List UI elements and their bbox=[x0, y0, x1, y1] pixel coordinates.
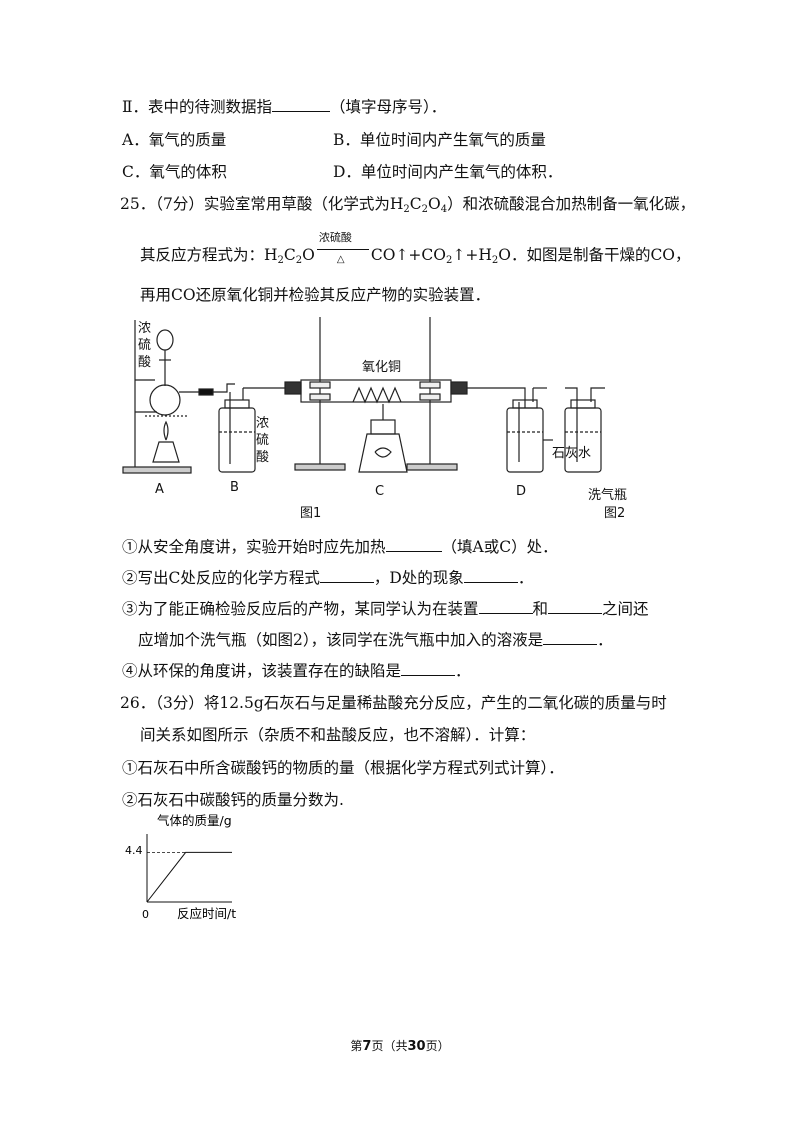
q26-line2: 间关系如图所示（杂质不和盐酸反应，也不溶解）．计算： bbox=[140, 726, 536, 744]
answer-blank[interactable] bbox=[319, 568, 374, 583]
dropping-funnel bbox=[156, 329, 174, 351]
option-d: D．单位时间内产生氧气的体积． bbox=[333, 163, 563, 181]
gas-mass-chart: 气体的质量/g 反应时间/t 0 4.4 bbox=[125, 813, 236, 921]
option-b: B．单位时间内产生氧气的质量 bbox=[333, 131, 546, 149]
answer-blank[interactable] bbox=[272, 97, 331, 112]
reaction-arrow bbox=[316, 249, 369, 250]
label-limewater: 石灰水 bbox=[552, 446, 592, 461]
q26-line1: 26．（3分）将12.5g石灰石与足量稀盐酸充分反应，产生的二氧化碳的质量与时 bbox=[120, 694, 667, 712]
origin-label: 0 bbox=[142, 908, 149, 921]
connector bbox=[284, 381, 302, 395]
series-line bbox=[146, 851, 232, 903]
answer-blank[interactable] bbox=[548, 599, 603, 614]
x-axis-label: 反应时间/t bbox=[177, 906, 236, 921]
q25-line3: 再用CO还原氧化铜并检验其反应产物的实验装置． bbox=[140, 286, 491, 304]
stand-base-a bbox=[122, 466, 192, 474]
answer-blank[interactable] bbox=[401, 661, 456, 676]
burner-c bbox=[358, 433, 408, 473]
label-b: B bbox=[230, 480, 239, 495]
option-c: C．氧气的体积 bbox=[122, 163, 227, 181]
q26-line4: ②石灰石中碳酸钙的质量分数为. bbox=[122, 791, 344, 809]
reaction-condition: 浓硫酸 △ bbox=[315, 231, 371, 265]
label-d: D bbox=[516, 484, 527, 499]
label-copper-oxide: 氧化铜 bbox=[362, 360, 402, 375]
q25-s2: ②写出C处反应的化学方程式，D处的现象． bbox=[122, 568, 534, 587]
label-fig1: 图1 bbox=[300, 506, 322, 521]
q25-s3: ③为了能正确检验反应后的产物，某同学认为在装置和之间还 bbox=[122, 599, 649, 618]
option-a: A．氧气的质量 bbox=[122, 131, 227, 149]
q25-equation: 其反应方程式为：H2C2O 浓硫酸 △ CO↑+CO2↑+H2O．如图是制备干燥… bbox=[140, 231, 691, 266]
label-a: A bbox=[155, 482, 164, 497]
apparatus-figure bbox=[122, 317, 605, 474]
label-conc-acid-b: 浓 硫 酸 bbox=[256, 416, 270, 465]
label-fig2: 图2 bbox=[604, 506, 626, 521]
q25-s3-cont: 应增加个洗气瓶（如图2），该同学在洗气瓶中加入的溶液是． bbox=[138, 630, 613, 649]
q25-s4: ④从环保的角度讲，该装置存在的缺陷是． bbox=[122, 661, 471, 680]
bottle-b bbox=[218, 407, 256, 473]
q24-part2: Ⅱ．表中的待测数据指（填字母序号）． bbox=[122, 97, 447, 116]
q25-header: 25．（7分）实验室常用草酸（化学式为H2C2O4）和浓硫酸混合加热制备一氧化碳… bbox=[120, 195, 696, 215]
answer-blank[interactable] bbox=[463, 568, 518, 583]
label-wash-bottle: 洗气瓶 bbox=[588, 488, 628, 503]
y-axis-label: 气体的质量/g bbox=[157, 813, 232, 828]
page-footer: 第7页（共30页） bbox=[350, 1039, 450, 1054]
label-c: C bbox=[375, 484, 385, 499]
burner-a bbox=[152, 441, 180, 463]
answer-blank[interactable] bbox=[543, 630, 598, 645]
label-conc-acid-a: 浓 硫 酸 bbox=[138, 321, 152, 370]
q25-s1: ①从安全角度讲，实验开始时应先加热（填A或C）处． bbox=[122, 537, 558, 556]
answer-blank[interactable] bbox=[478, 599, 533, 614]
y-tick-label: 4.4 bbox=[125, 844, 143, 857]
answer-blank[interactable] bbox=[385, 537, 442, 552]
copper-oxide bbox=[352, 386, 402, 404]
q26-line3: ①石灰石中所含碳酸钙的物质的量（根据化学方程式列式计算）． bbox=[122, 759, 564, 777]
flask-a bbox=[149, 384, 181, 416]
bottle-d bbox=[506, 407, 544, 473]
wash-bottle bbox=[564, 407, 602, 473]
